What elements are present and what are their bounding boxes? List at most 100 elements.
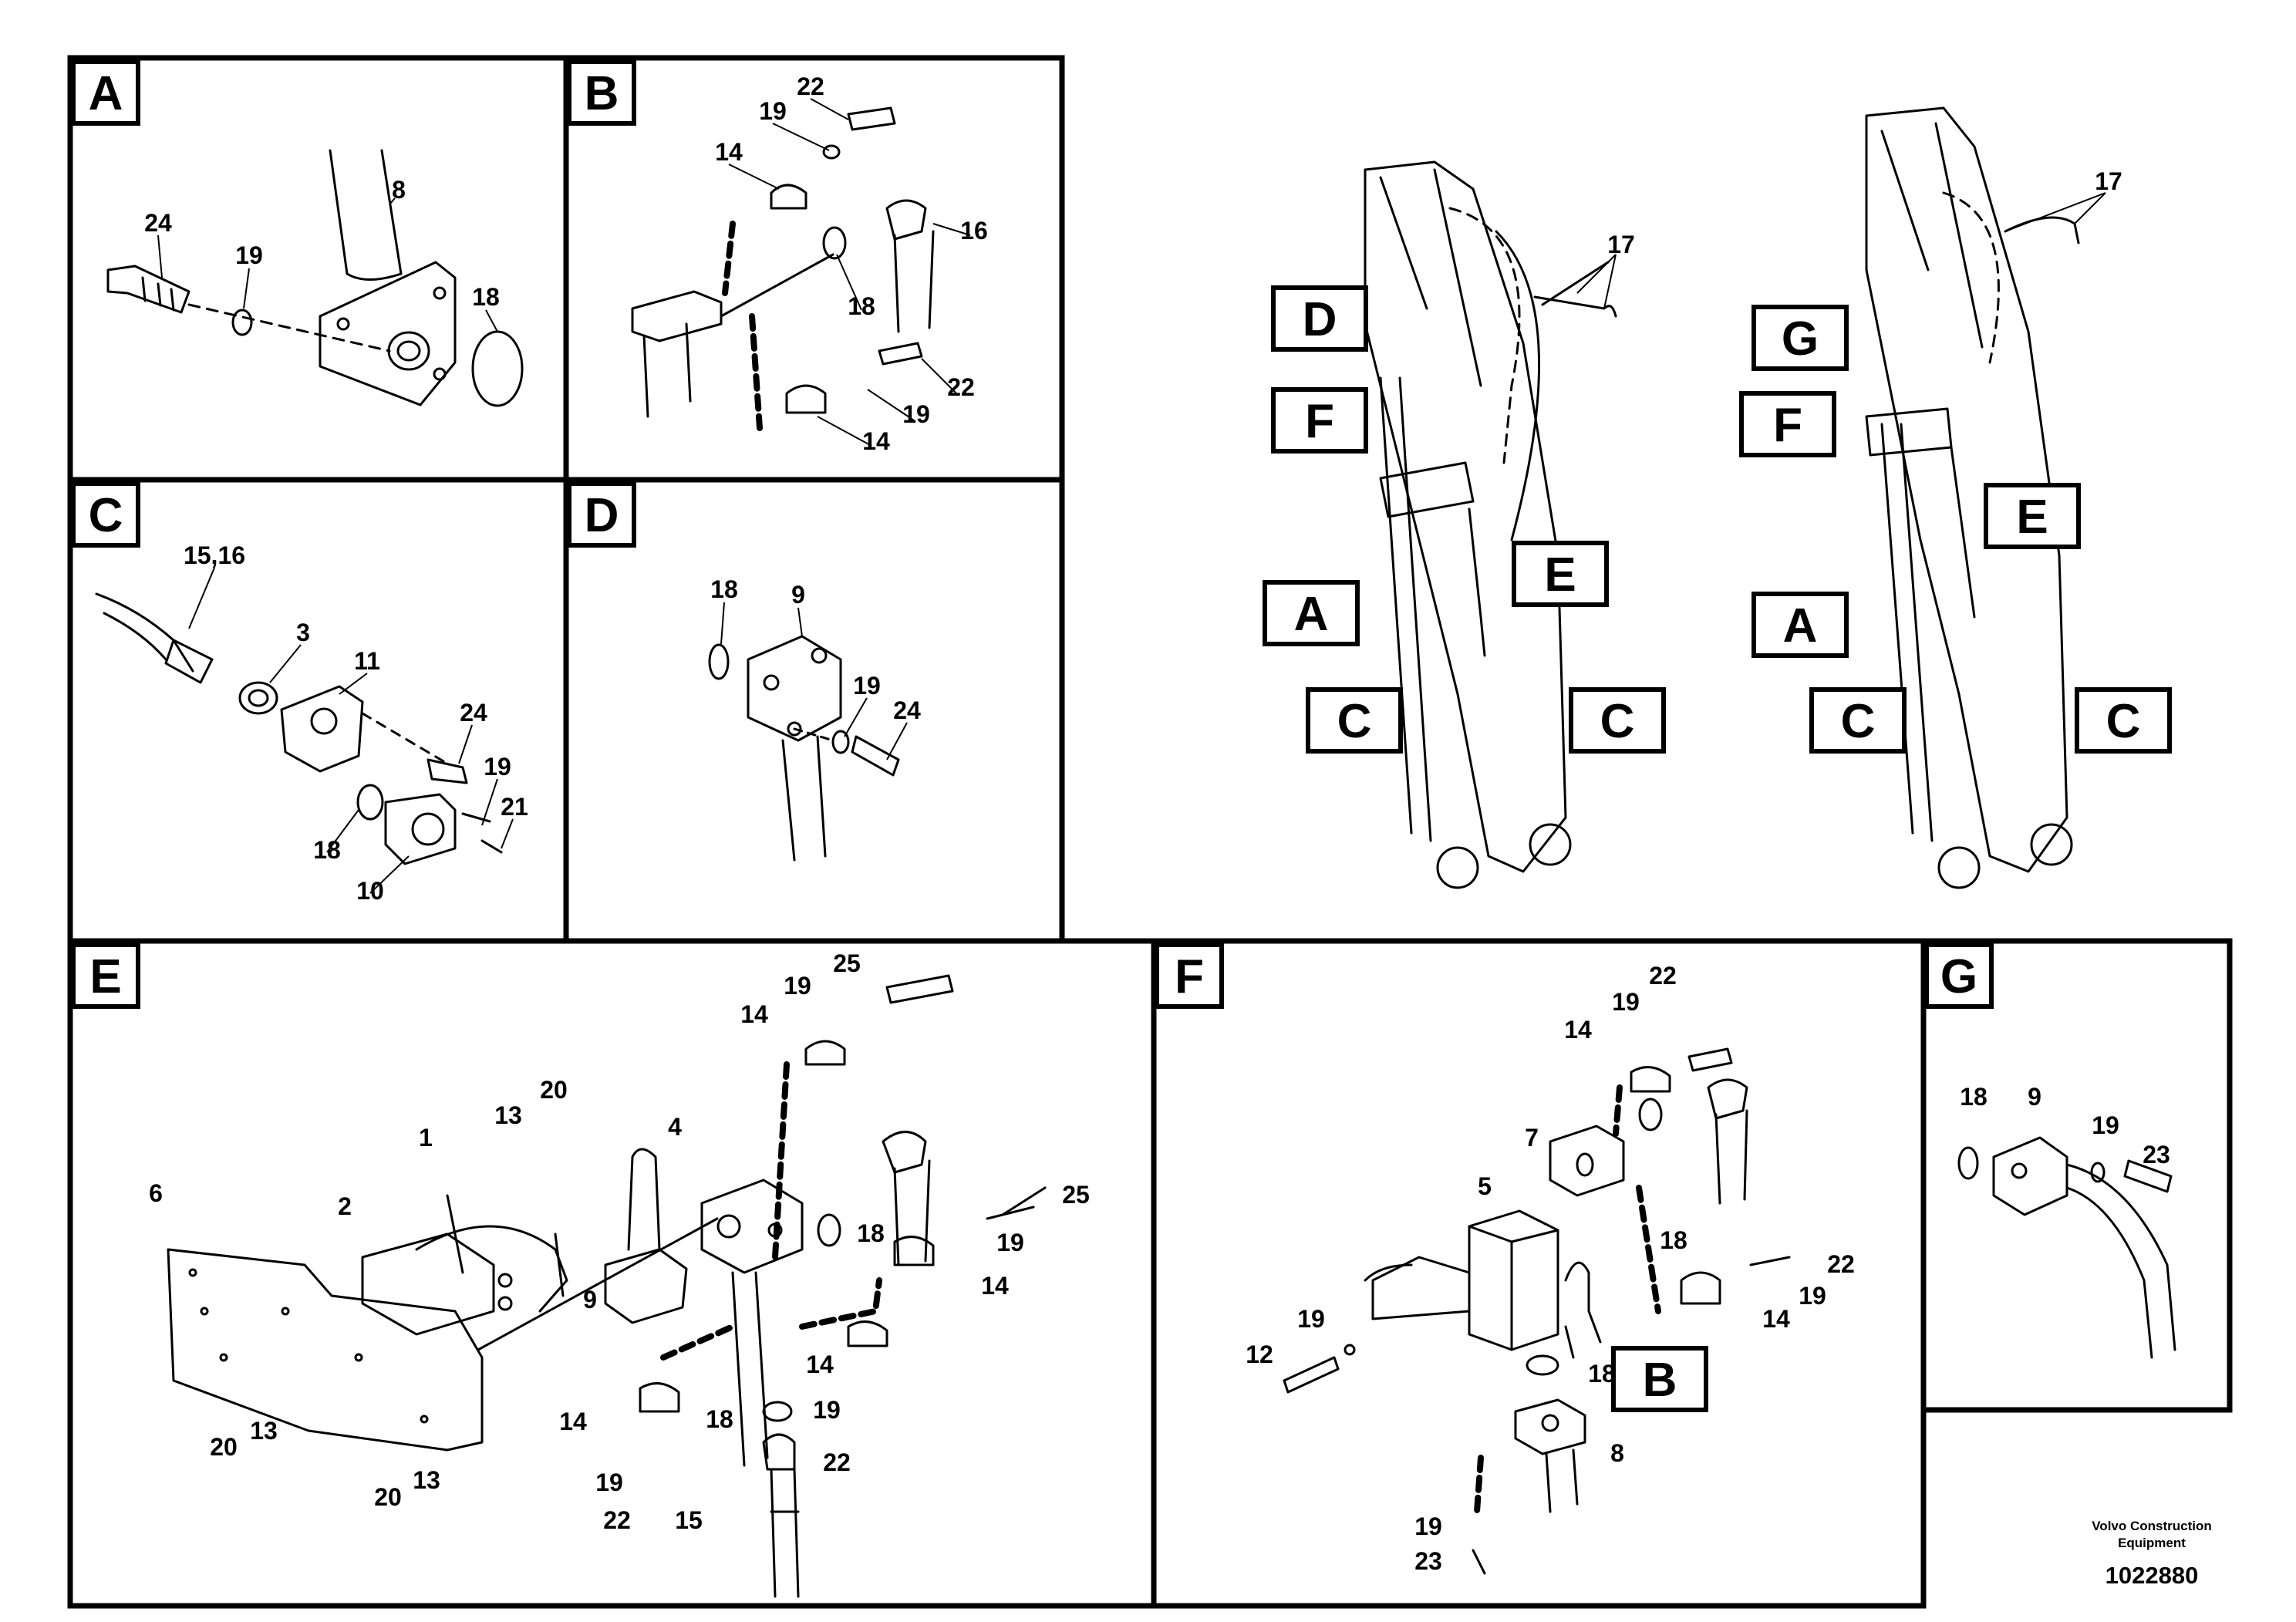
part-number-label: 19 [595,1469,623,1496]
svg-text:C: C [1600,695,1635,748]
part-number-label: 23 [1414,1547,1442,1575]
part-number-label: 14 [806,1351,834,1378]
part-number-label: 8 [1610,1439,1624,1467]
part-number-label: 13 [494,1101,522,1129]
part-number-label: 22 [797,73,824,100]
panel-tag-g: G [1924,943,1994,1009]
svg-text:C: C [1337,695,1372,748]
part-number-label: 11 [354,647,380,675]
callout-tag-a: A [1263,580,1360,646]
panel-frame-b [563,55,1065,483]
part-number-label: 21 [501,793,528,821]
svg-text:B: B [585,67,619,120]
part-number-label: 14 [1564,1016,1592,1044]
panel-d-art [708,635,900,862]
part-number-label: 5 [1478,1172,1492,1200]
part-number-label: 16 [960,217,988,244]
part-number-label: 18 [1960,1083,1988,1111]
part-number-label: 24 [144,209,172,237]
part-number-label: 8 [392,176,406,204]
part-number-label: 20 [210,1433,238,1461]
callout-tag-g: G [1752,305,1849,371]
panel-a-art [106,149,524,407]
callout-tag-f: F [1739,391,1836,457]
panel-b-art [631,106,935,431]
svg-text:A: A [1294,588,1329,641]
callout-tag-c: C [1809,687,1907,754]
callout-tag-c: C [1569,687,1666,754]
panel-tag-d: D [567,481,636,548]
part-number-label: 14 [1762,1305,1790,1333]
part-number-label: 14 [981,1272,1009,1300]
overview-boom-left [1364,160,1617,889]
svg-text:F: F [1305,395,1334,448]
part-number-label: 22 [947,373,975,401]
svg-text:E: E [1544,548,1576,602]
svg-text:E: E [89,950,121,1003]
part-number-label: 19 [1799,1282,1826,1310]
part-number-label: 19 [1612,988,1640,1016]
svg-text:F: F [1175,950,1204,1003]
publisher-line-2: Equipment [2118,1536,2186,1550]
part-number-label: 19 [853,672,881,700]
part-number-label: 22 [603,1506,631,1534]
panel-c-art [95,592,503,865]
panel-e-art [167,974,1047,1598]
part-number-label: 18 [1660,1226,1687,1254]
part-number-label: 14 [862,427,890,455]
svg-text:G: G [1940,950,1977,1003]
part-number-label: 12 [1246,1340,1273,1368]
part-number-label: 19 [784,972,811,1000]
part-number-label: 10 [356,877,384,905]
svg-text:B: B [1643,1354,1677,1407]
part-number-label: 1 [419,1124,433,1152]
publisher-credit: Volvo Construction Equipment [2021,1518,2283,1552]
part-number-label: 17 [1607,231,1635,258]
panel-tag-c: C [71,481,140,548]
part-number-label: 14 [559,1408,587,1435]
part-number-label: 18 [472,283,500,311]
svg-text:C: C [1841,695,1876,748]
panel-frame-g [1920,938,2233,1413]
part-number-label: 15,16 [184,541,245,569]
part-number-label: 25 [833,949,861,977]
svg-text:A: A [1783,599,1818,653]
svg-text:A: A [89,67,123,120]
part-number-label: 13 [413,1466,440,1494]
part-number-label: 14 [740,1000,768,1028]
part-number-label: 19 [1297,1305,1325,1333]
callout-tag-e: E [1512,541,1609,607]
part-number-label: 22 [823,1448,851,1476]
callout-tag-b: B [1611,1346,1708,1412]
svg-text:E: E [2016,491,2048,544]
part-number-label: 14 [715,138,743,166]
part-number-label: 9 [583,1286,597,1313]
panel-frame-d [563,477,1065,944]
part-number-label: 20 [374,1483,402,1511]
part-number-label: 3 [296,619,310,646]
part-number-label: 20 [540,1076,568,1104]
part-number-label: 22 [1827,1250,1855,1278]
part-number-label: 24 [893,696,921,724]
callout-tag-f: F [1271,387,1368,454]
part-number-label: 19 [813,1396,841,1424]
svg-text:C: C [89,489,123,542]
part-number-label: 19 [235,241,263,269]
panel-tag-f: F [1155,943,1224,1009]
panel-tag-b: B [567,59,636,126]
part-number-label: 6 [149,1179,163,1207]
part-number-label: 19 [484,753,511,781]
part-number-label: 17 [2095,167,2122,195]
part-number-label: 18 [313,836,341,864]
part-number-label: 22 [1649,962,1677,990]
part-number-label: 18 [857,1219,885,1247]
part-number-label: 19 [1414,1512,1442,1540]
panel-frame-f [1151,938,1927,1609]
part-number-label: 9 [791,581,805,609]
panel-tag-a: A [71,59,140,126]
document-number: 1022880 [2105,1562,2199,1589]
part-number-label: 19 [902,400,930,428]
panel-f-art [1283,1047,1791,1575]
part-number-label: 25 [1062,1181,1090,1209]
